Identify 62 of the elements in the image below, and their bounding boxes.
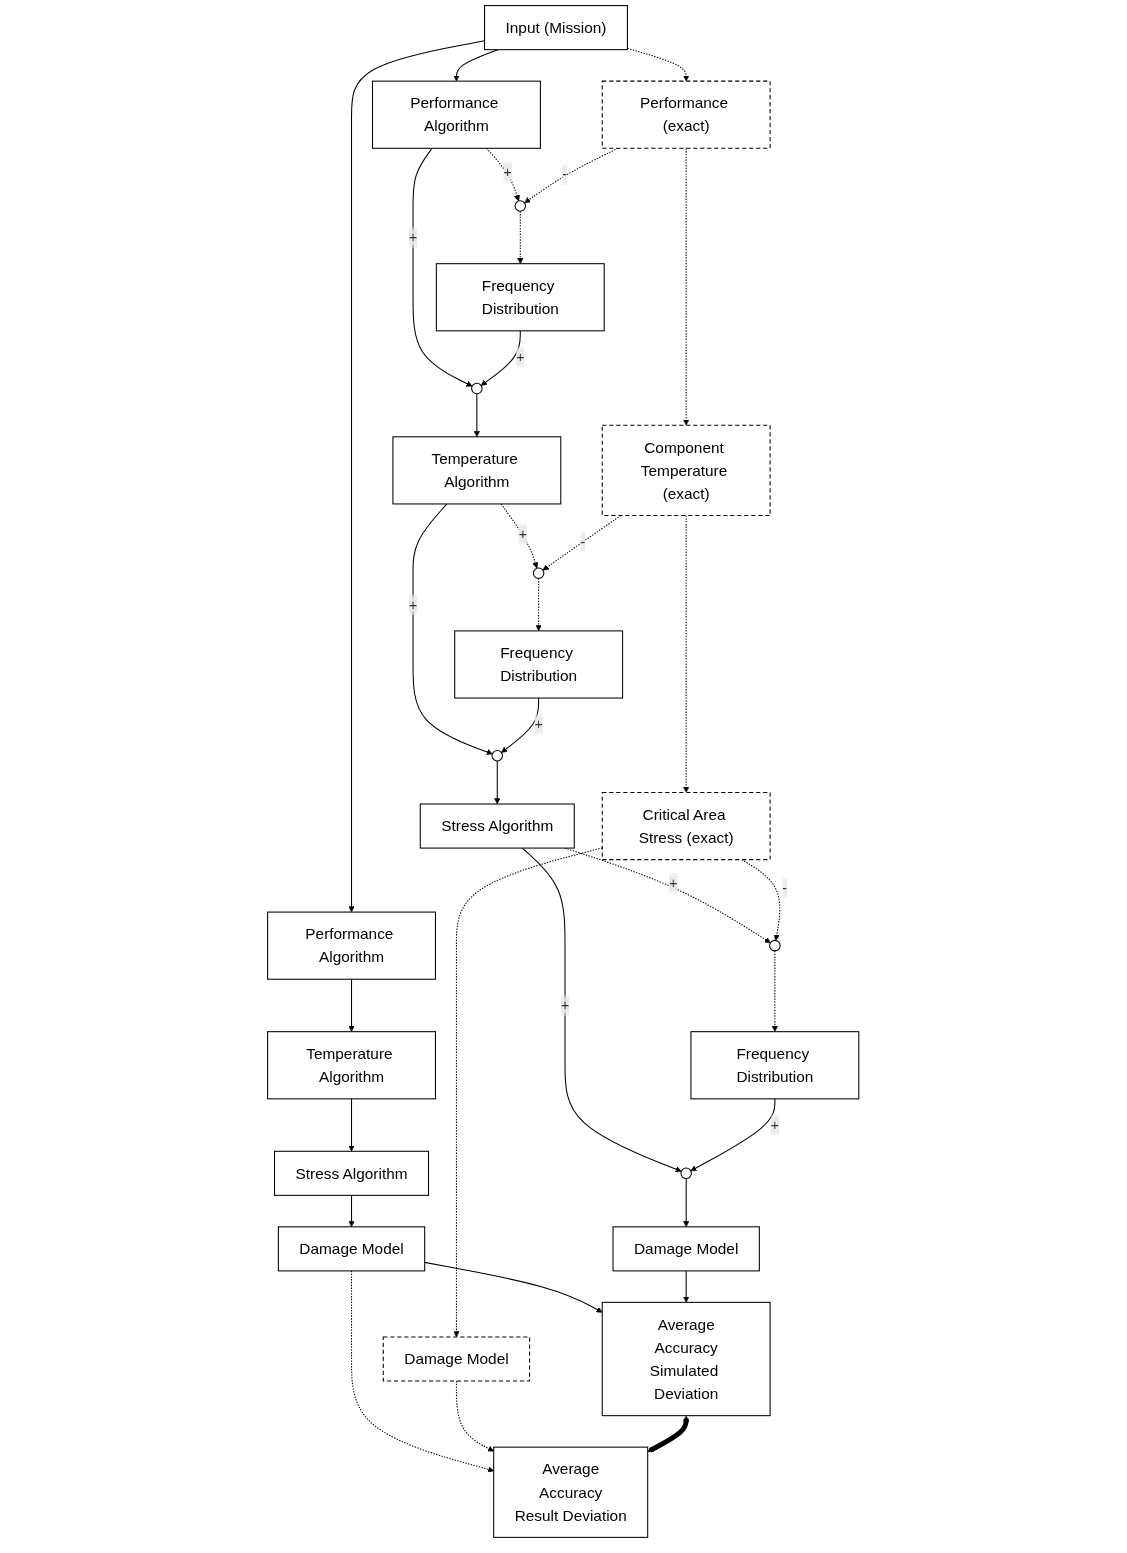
- node-box: Average Accuracy Simulated Deviation: [602, 1301, 771, 1417]
- arrow: [772, 950, 779, 1032]
- node-box: Input (Mission): [484, 5, 629, 51]
- node-circle: [533, 567, 545, 579]
- arrow: [474, 393, 481, 438]
- arrow: [647, 1415, 690, 1453]
- arrow: [412, 503, 493, 755]
- node-box: Damage Model: [278, 1226, 426, 1272]
- edge-label: +: [534, 716, 544, 732]
- edge-label: -: [562, 166, 568, 183]
- node-box: Frequency Distribution: [690, 1031, 860, 1100]
- node-box: Frequency Distribution: [436, 263, 606, 332]
- node-box: Performance Algorithm: [267, 911, 437, 980]
- arrow: [627, 47, 690, 82]
- node-circle: [769, 939, 781, 952]
- arrow: [741, 859, 781, 941]
- edge-label: +: [561, 997, 570, 1014]
- node-circle: [471, 382, 483, 395]
- node-circle: [491, 749, 504, 762]
- arrow: [500, 503, 539, 569]
- arrow: [535, 577, 542, 632]
- edge-label: +: [771, 1117, 780, 1133]
- node-box: Temperature Algorithm: [267, 1031, 437, 1100]
- arrow: [348, 40, 486, 913]
- arrow: [517, 210, 524, 264]
- edge-label: +: [503, 164, 512, 180]
- arrow: [348, 978, 355, 1032]
- arrow: [542, 514, 622, 571]
- node-box: Damage Model: [612, 1226, 761, 1272]
- edge-label: -: [782, 880, 788, 896]
- edge-label: +: [516, 349, 525, 365]
- node-box: Performance (exact): [602, 80, 771, 149]
- node-box: Critical Area Stress (exact): [602, 791, 771, 861]
- node-box: Temperature Algorithm: [392, 436, 562, 505]
- arrow: [683, 1270, 690, 1303]
- edge-label: +: [519, 526, 528, 542]
- arrow: [412, 147, 473, 387]
- node-circle: [680, 1167, 693, 1180]
- node-circle: [514, 200, 527, 212]
- arrow: [481, 330, 522, 386]
- arrow: [348, 1098, 355, 1152]
- edge-label: +: [409, 229, 418, 246]
- arrow: [683, 1178, 690, 1228]
- node-box: Average Accuracy Result Deviation: [493, 1446, 649, 1538]
- arrow: [494, 760, 501, 805]
- node-box: Frequency Distribution: [454, 630, 624, 699]
- arrow: [524, 147, 619, 204]
- node-box: Component Temperature (exact): [602, 424, 771, 516]
- edge-label: -: [580, 534, 586, 550]
- arrow: [424, 1261, 603, 1313]
- arrow: [486, 147, 521, 202]
- arrow: [348, 1194, 355, 1228]
- node-box: Damage Model: [383, 1336, 531, 1382]
- node-box: Performance Algorithm: [372, 80, 542, 149]
- arrow: [501, 697, 540, 753]
- arrow: [453, 49, 499, 82]
- edge-label: +: [669, 875, 678, 892]
- arrow: [690, 1098, 776, 1172]
- edge-label: +: [409, 596, 418, 613]
- node-box: Stress Algorithm: [274, 1150, 430, 1196]
- node-box: Stress Algorithm: [420, 803, 576, 849]
- arrow: [522, 847, 682, 1173]
